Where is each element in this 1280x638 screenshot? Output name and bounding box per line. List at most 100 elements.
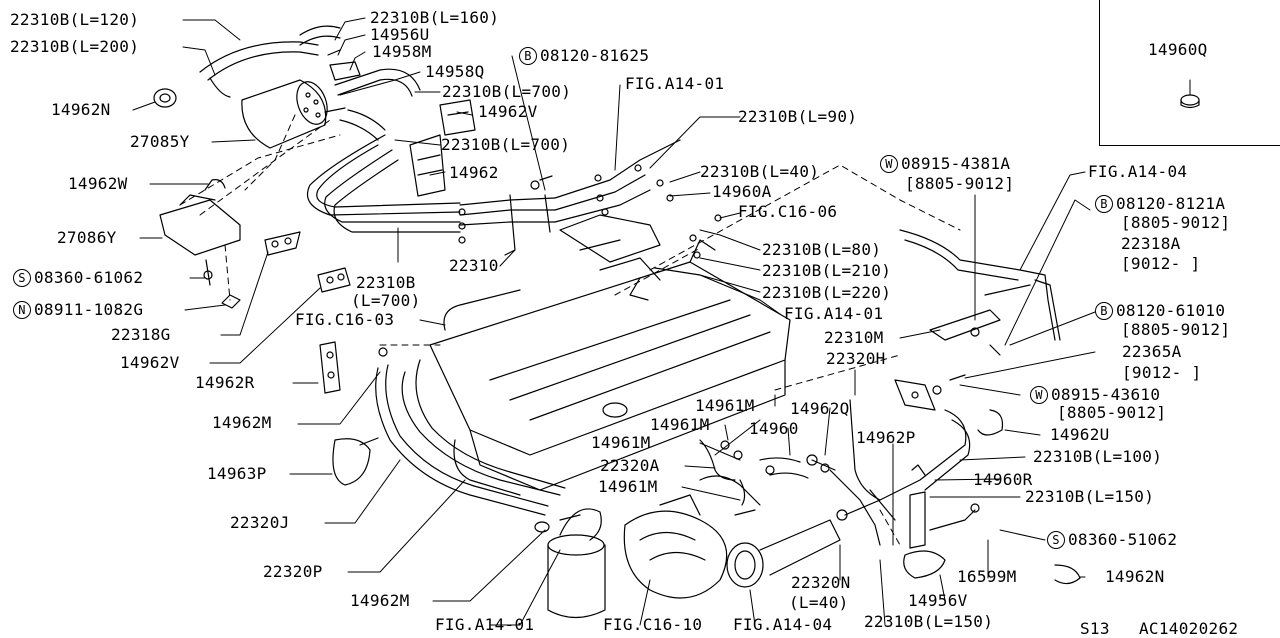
s-circle-icon: S <box>1047 531 1065 549</box>
dashed-lines <box>179 114 961 546</box>
label-08120-8121a-number: 08120-8121A <box>1116 194 1226 213</box>
label-fig-c16-06: FIG.C16-06 <box>738 202 838 221</box>
label-22310b-l150-b: 22310B(L=150) <box>864 612 994 631</box>
label-fig-a14-01-top: FIG.A14-01 <box>625 74 725 93</box>
label-16599m: 16599M <box>957 567 1017 586</box>
label-9012-b: [9012- ] <box>1122 363 1202 382</box>
lower-left-hoses <box>375 347 566 516</box>
label-14960a: 14960A <box>712 182 772 201</box>
label-14961m-2: 14961M <box>650 415 710 434</box>
reservoir-tank <box>534 508 606 619</box>
label-22318g: 22318G <box>111 325 171 344</box>
label-22310b-l150-a: 22310B(L=150) <box>1025 487 1155 506</box>
label-22310: 22310 <box>449 256 499 275</box>
label-14962: 14962 <box>449 163 499 182</box>
engine-block <box>429 214 791 496</box>
label-14962v-left: 14962V <box>120 353 180 372</box>
upper-hoses <box>153 25 476 141</box>
label-14956u: 14956U <box>370 25 430 44</box>
s-circle-icon: S <box>13 269 31 287</box>
label-fig-a14-01-bottom: FIG.A14-01 <box>435 615 535 634</box>
label-22310b-l220: 22310B(L=220) <box>762 283 892 302</box>
label-14962n-bottom: 14962N <box>1105 567 1165 586</box>
label-fig-a14-01-mid: FIG.A14-01 <box>784 304 884 323</box>
intake-pipes <box>623 475 841 599</box>
label-22310b-l700-a: 22310B(L=700) <box>442 82 572 101</box>
left-brackets <box>159 134 446 486</box>
label-8805-9012-a: [8805-9012] <box>905 174 1015 193</box>
label-08120-81625-number: 08120-81625 <box>540 46 650 65</box>
label-8805-9012-d: [8805-9012] <box>1121 320 1231 339</box>
label-22310b-l160: 22310B(L=160) <box>370 8 500 27</box>
b-circle-icon: B <box>1095 195 1113 213</box>
label-22320h: 22320H <box>826 349 886 368</box>
label-22318a: 22318A <box>1121 234 1181 253</box>
inset-frame <box>1099 0 1280 146</box>
label-fig-a14-04-bottom: FIG.A14-04 <box>733 615 833 634</box>
label-8805-9012-c: [8805-9012] <box>1057 403 1167 422</box>
label-14960r: 14960R <box>973 470 1033 489</box>
label-22310b-l100: 22310B(L=100) <box>1033 447 1163 466</box>
label-14962r: 14962R <box>195 373 255 392</box>
label-14962v-mid: 14962V <box>478 102 538 121</box>
label-08120-61010-number: 08120-61010 <box>1116 301 1226 320</box>
label-08915-4381a-number: 08915-4381A <box>901 154 1011 173</box>
label-22310b-l700-b: 22310B(L=700) <box>441 135 571 154</box>
label-22310b-l700-c: 22310B <box>356 273 416 292</box>
hose-bundle <box>306 134 681 256</box>
label-14962n: 14962N <box>51 100 111 119</box>
w-circle-icon: W <box>1030 386 1048 404</box>
label-22320n: 22320N <box>791 573 851 592</box>
w-circle-icon: W <box>880 155 898 173</box>
label-14962w: 14962W <box>68 174 128 193</box>
n-circle-icon: N <box>13 301 31 319</box>
label-14960q: 14960Q <box>1148 40 1208 59</box>
label-22310b-l200: 22310B(L=200) <box>10 37 140 56</box>
label-fig-c16-03: FIG.C16-03 <box>295 310 395 329</box>
label-27085y: 27085Y <box>130 132 190 151</box>
label-22310m: 22310M <box>824 328 884 347</box>
label-22310b-l120: 22310B(L=120) <box>10 10 140 29</box>
middle-clips <box>530 164 809 516</box>
label-14961m-4: 14961M <box>598 477 658 496</box>
label-22320a: 22320A <box>600 456 660 475</box>
label-22320p: 22320P <box>263 562 323 581</box>
label-22310b-l700-c-length: (L=700) <box>351 291 421 310</box>
label-14962m-left: 14962M <box>212 413 272 432</box>
label-9012-a: [9012- ] <box>1121 254 1201 273</box>
label-8805-9012-b: [8805-9012] <box>1121 213 1231 232</box>
page-code: S13 <box>1080 619 1110 638</box>
label-14963p: 14963P <box>207 464 267 483</box>
label-22310b-l210: 22310B(L=210) <box>762 261 892 280</box>
cap-14960q <box>1180 94 1200 109</box>
label-08915-43610-number: 08915-43610 <box>1051 385 1161 404</box>
drawing-number: AC14020262 <box>1139 619 1239 638</box>
label-14962q: 14962Q <box>790 399 850 418</box>
label-14961m-1: 14961M <box>695 396 755 415</box>
label-27086y: 27086Y <box>57 228 117 247</box>
label-08911-1082g-number: 08911-1082G <box>34 300 144 319</box>
label-22320n-length: (L=40) <box>789 593 849 612</box>
label-22365a: 22365A <box>1122 342 1182 361</box>
label-14960: 14960 <box>749 419 799 438</box>
leader-lines <box>132 17 1191 626</box>
label-22320j: 22320J <box>230 513 290 532</box>
b-circle-icon: B <box>1095 302 1113 320</box>
label-08360-61062-number: 08360-61062 <box>34 268 144 287</box>
label-08360-51062-number: 08360-51062 <box>1068 530 1178 549</box>
label-14962p: 14962P <box>856 428 916 447</box>
label-14962m-bottom: 14962M <box>350 591 410 610</box>
label-14956v: 14956V <box>908 591 968 610</box>
right-side-parts <box>806 229 1081 585</box>
label-fig-a14-04-top: FIG.A14-04 <box>1088 162 1188 181</box>
label-14962u: 14962U <box>1050 425 1110 444</box>
